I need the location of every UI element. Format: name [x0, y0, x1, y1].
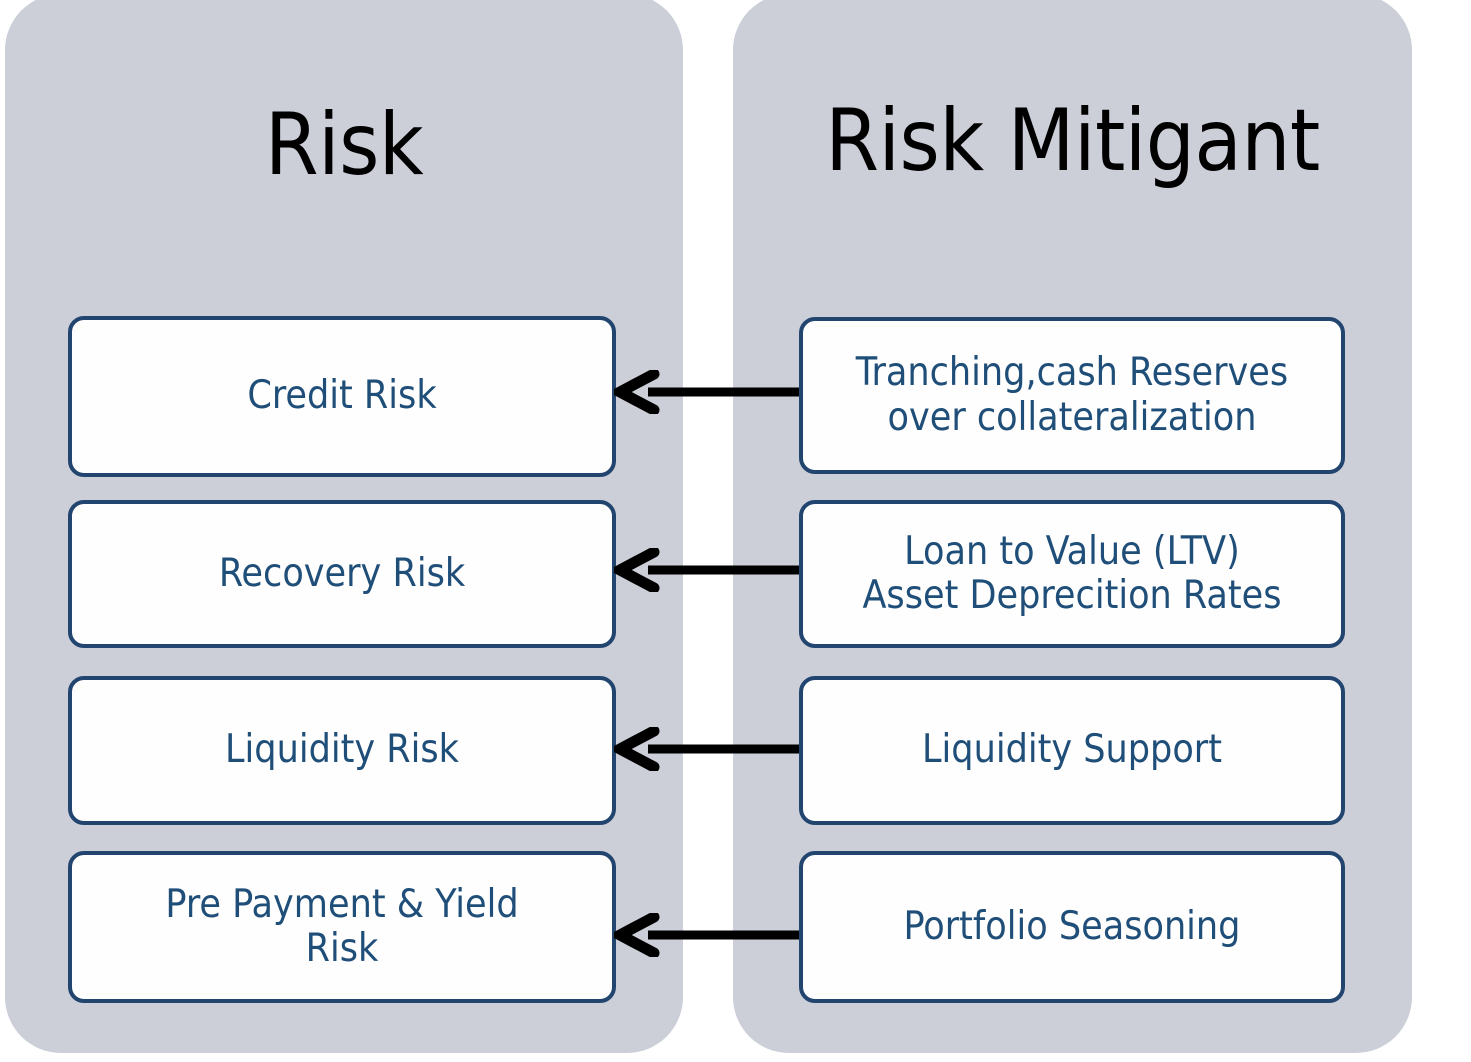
risk-box-recovery-label: Recovery Risk	[218, 550, 466, 596]
mitigant-line-1: Loan to Value (LTV)	[904, 528, 1240, 574]
mitigant-box-portfolio-seasoning-label: Portfolio Seasoning	[903, 903, 1241, 949]
mitigant-box-credit-label: Tranching,cash Reserves over collaterali…	[813, 350, 1331, 440]
mitigant-box-recovery-label: Loan to Value (LTV) Asset Deprecition Ra…	[813, 528, 1331, 619]
risk-line-2: Risk	[305, 926, 379, 971]
risk-box-liquidity[interactable]: Liquidity Risk	[68, 676, 616, 825]
risk-box-credit[interactable]: Credit Risk	[68, 316, 616, 477]
risk-box-recovery[interactable]: Recovery Risk	[68, 500, 616, 648]
risk-panel-title: Risk	[264, 95, 424, 195]
mitigant-box-recovery[interactable]: Loan to Value (LTV) Asset Deprecition Ra…	[799, 500, 1345, 648]
risk-box-credit-label: Credit Risk	[247, 373, 437, 419]
mitigant-box-credit[interactable]: Tranching,cash Reserves over collaterali…	[799, 317, 1345, 474]
risk-mitigant-panel-title: Risk Mitigant	[825, 91, 1320, 191]
mitigant-line-2: Asset Deprecition Rates	[862, 573, 1282, 618]
mitigant-box-portfolio-seasoning[interactable]: Portfolio Seasoning	[799, 851, 1345, 1003]
mitigant-line-2: over collateralization	[887, 394, 1257, 440]
risk-box-prepayment-yield[interactable]: Pre Payment & Yield Risk	[68, 851, 616, 1003]
mitigant-box-liquidity[interactable]: Liquidity Support	[799, 676, 1345, 825]
mitigant-line-1: Tranching,cash Reserves	[855, 350, 1289, 396]
risk-box-liquidity-label: Liquidity Risk	[225, 727, 459, 773]
mitigant-box-liquidity-label: Liquidity Support	[922, 727, 1222, 773]
risk-box-prepayment-yield-label: Pre Payment & Yield Risk	[82, 881, 602, 972]
risk-line-1: Pre Payment & Yield	[165, 881, 519, 927]
